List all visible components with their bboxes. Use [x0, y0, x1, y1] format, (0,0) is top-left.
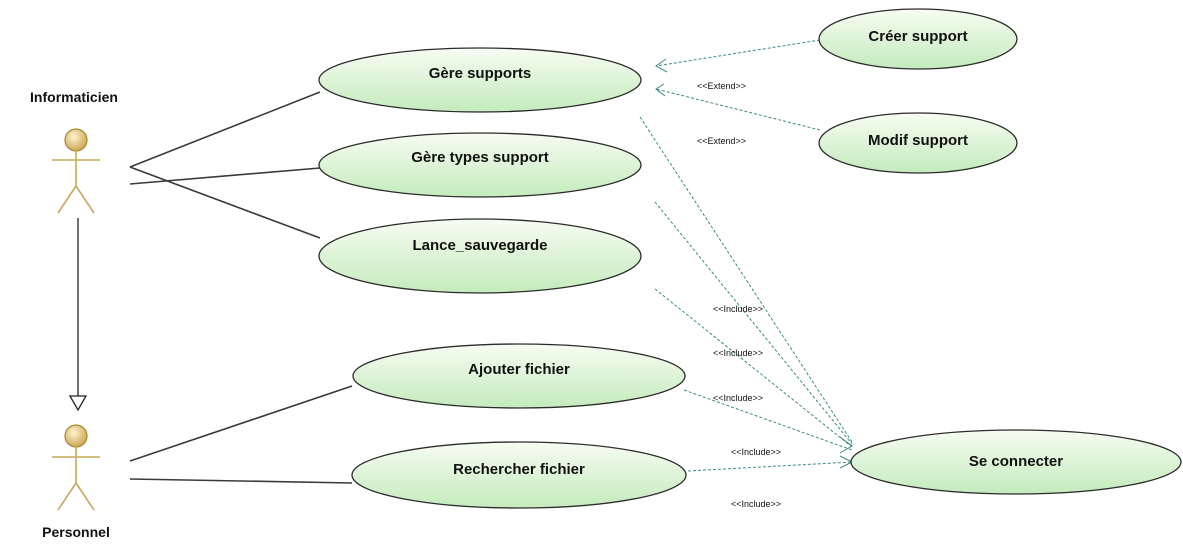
include-dependencies [639, 116, 854, 472]
use-case-se-connecter[interactable]: Se connecter [850, 429, 1182, 495]
include-label: <<Include>> [731, 499, 781, 509]
include-ajouter-fichier [683, 389, 853, 451]
use-case-label: Rechercher fichier [453, 461, 585, 478]
extend-label: <<Extend>> [697, 136, 746, 146]
use-case-lance-sauvegarde[interactable]: Lance_sauvegarde [318, 218, 642, 294]
assoc-informaticien-gere-types-support [129, 167, 321, 185]
use-case-label: Se connecter [969, 453, 1063, 470]
actor-personnel[interactable]: Personnel [42, 424, 110, 540]
assoc-personnel-ajouter-fichier [129, 385, 353, 462]
use-case-creer-support[interactable]: Créer support [818, 8, 1018, 70]
include-gere-types-support [654, 201, 853, 445]
include-rechercher-fichier [687, 461, 853, 472]
use-case-label: Ajouter fichier [468, 361, 570, 378]
include-label: <<Include>> [731, 447, 781, 457]
use-case-modif-support[interactable]: Modif support [818, 112, 1018, 174]
assoc-informaticien-lance-sauvegarde [129, 166, 321, 239]
stereotype-labels: <<Extend>> <<Extend>> <<Include>> <<Incl… [697, 81, 781, 509]
assoc-informaticien-gere-supports [129, 91, 321, 168]
include-label: <<Include>> [713, 304, 763, 314]
extend-dependencies [655, 39, 821, 131]
use-case-label: Gère supports [429, 65, 532, 82]
actor-head-icon [64, 424, 88, 448]
extend-label: <<Extend>> [697, 81, 746, 91]
use-case-label: Lance_sauvegarde [412, 237, 547, 254]
extend-modif-support [655, 88, 821, 131]
include-label: <<Include>> [713, 393, 763, 403]
generalization-arrow [68, 218, 88, 412]
actor-head-icon [64, 128, 88, 152]
extend-creer-support [655, 39, 821, 67]
use-case-label: Créer support [868, 28, 967, 45]
actor-informaticien[interactable]: Informaticien [30, 89, 118, 214]
use-case-label: Gère types support [411, 149, 549, 166]
actor-label: Personnel [42, 524, 110, 540]
assoc-personnel-rechercher-fichier [129, 478, 353, 484]
use-case-rechercher-fichier[interactable]: Rechercher fichier [351, 441, 687, 509]
include-label: <<Include>> [713, 348, 763, 358]
use-case-gere-types-support[interactable]: Gère types support [318, 132, 642, 198]
associations [129, 91, 353, 484]
actor-label: Informaticien [30, 89, 118, 105]
use-case-label: Modif support [868, 132, 968, 149]
use-case-ajouter-fichier[interactable]: Ajouter fichier [352, 343, 686, 409]
use-case-gere-supports[interactable]: Gère supports [318, 47, 642, 113]
include-lance-sauvegarde [654, 288, 853, 448]
